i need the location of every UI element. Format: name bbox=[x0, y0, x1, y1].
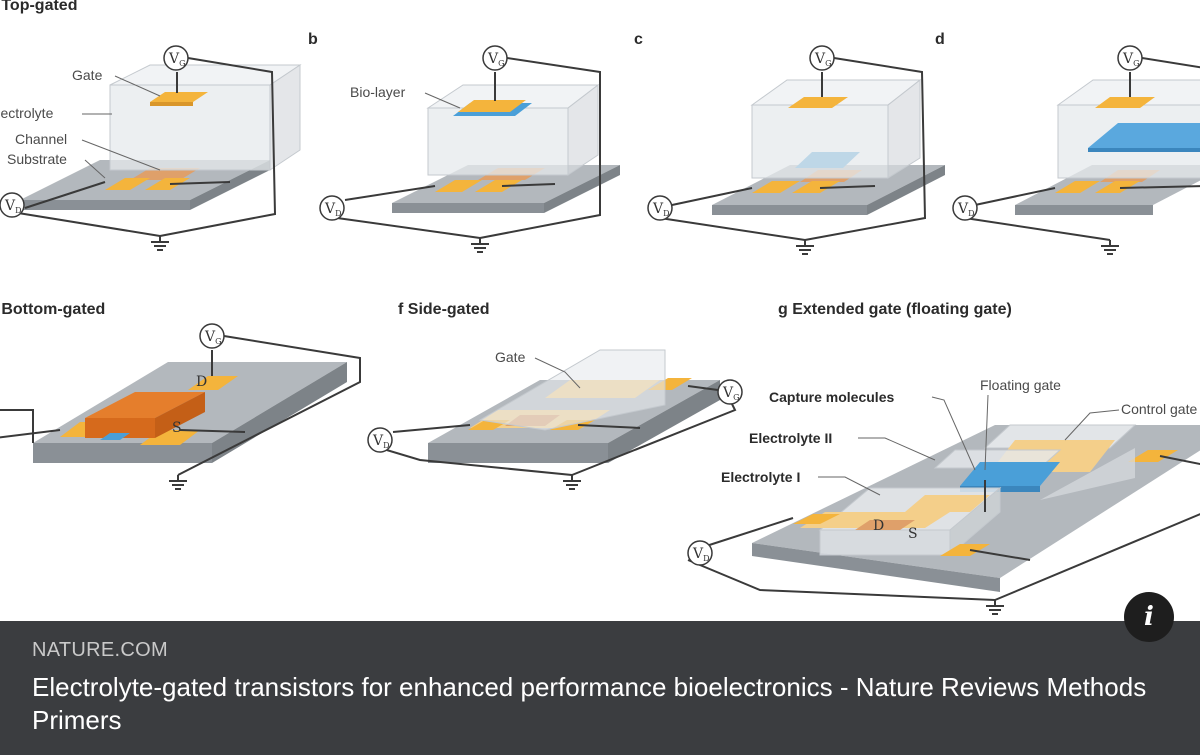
source-contact bbox=[793, 514, 840, 524]
svg-text:VG: VG bbox=[487, 51, 505, 68]
panel-f-title: f Side-gated bbox=[398, 301, 490, 318]
label-channel: Channel bbox=[15, 131, 67, 147]
source-contact bbox=[435, 180, 482, 192]
label-gate: Gate bbox=[72, 67, 103, 83]
electrolyte-box bbox=[751, 104, 889, 179]
panel-b-letter: b bbox=[308, 31, 318, 48]
panel-a: a Top-gated VG VD Gate Electrolyte bbox=[0, 0, 302, 251]
vd-terminal-icon bbox=[0, 192, 25, 218]
ground-icon bbox=[1100, 239, 1120, 255]
svg-text:VD: VD bbox=[324, 201, 342, 218]
channel bbox=[855, 520, 915, 530]
panel-a-title: a Top-gated bbox=[0, 0, 77, 14]
figure: a Top-gated VG VD Gate Electrolyte bbox=[0, 0, 1200, 615]
transistor-diagram: a Top-gated VG VD Gate Electrolyte bbox=[0, 0, 1200, 615]
vd-terminal-icon bbox=[319, 195, 345, 221]
svg-text:VG: VG bbox=[722, 385, 740, 402]
svg-text:VD: VD bbox=[652, 201, 670, 218]
panel-e-title: e Bottom-gated bbox=[0, 301, 105, 318]
label-control-gate: Control gate bbox=[1121, 401, 1197, 417]
vg-terminal-icon bbox=[809, 45, 835, 71]
panel-d-letter: d bbox=[935, 31, 945, 48]
vd-terminal-icon bbox=[687, 540, 713, 566]
svg-text:VD: VD bbox=[692, 546, 710, 563]
svg-text:S: S bbox=[908, 526, 918, 542]
gate-electrode bbox=[458, 100, 526, 112]
drain-contact bbox=[145, 178, 190, 190]
electrolyte-box bbox=[478, 349, 666, 431]
source-domain: NATURE.COM bbox=[32, 639, 168, 661]
electrolyte-box bbox=[427, 107, 569, 176]
drain-contact bbox=[475, 180, 522, 192]
label-bio-layer: Bio-layer bbox=[350, 84, 406, 100]
bio-layer bbox=[1088, 123, 1200, 148]
source-contact bbox=[1055, 181, 1100, 193]
vd-terminal-icon bbox=[952, 195, 978, 221]
source-contact bbox=[105, 178, 150, 190]
label-gate-side: Gate bbox=[495, 349, 526, 365]
drain-contact bbox=[1095, 181, 1140, 193]
vg-terminal-icon bbox=[199, 323, 225, 349]
svg-text:VG: VG bbox=[814, 51, 832, 68]
label-substrate: Substrate bbox=[7, 151, 67, 167]
svg-text:VG: VG bbox=[1122, 51, 1140, 68]
ground-icon bbox=[985, 599, 1005, 615]
panel-f: f Side-gated VG VD Gate bbox=[367, 301, 743, 490]
drain-contact bbox=[940, 544, 990, 556]
svg-text:D: D bbox=[873, 518, 884, 534]
ground-icon bbox=[795, 239, 815, 255]
gate-electrode bbox=[788, 97, 848, 108]
ground-icon bbox=[150, 235, 170, 251]
panel-d: d VG VD bbox=[935, 31, 1200, 255]
svg-text:VD: VD bbox=[4, 198, 22, 215]
panel-c-letter: c bbox=[634, 31, 643, 48]
source-contact bbox=[752, 181, 800, 193]
label-electrolyte-1: Electrolyte I bbox=[721, 469, 800, 485]
label-floating-gate: Floating gate bbox=[980, 377, 1061, 393]
panel-e: e Bottom-gated D S VG bbox=[0, 301, 361, 490]
panel-g: g Extended gate (floating gate) D S VD bbox=[687, 301, 1200, 615]
ground-icon bbox=[168, 474, 188, 490]
ground-icon bbox=[470, 237, 490, 253]
drain-contact bbox=[792, 181, 840, 193]
panel-b: b VG VD Bio-layer bbox=[308, 31, 620, 253]
vg-terminal-icon bbox=[482, 45, 508, 71]
bio-layer bbox=[100, 433, 130, 440]
gate-electrode bbox=[1095, 97, 1155, 108]
drain-contact bbox=[550, 420, 595, 430]
label-capture-molecules: Capture molecules bbox=[769, 389, 894, 405]
panel-g-title: g Extended gate (floating gate) bbox=[778, 301, 1012, 318]
vg-terminal-icon bbox=[1117, 45, 1143, 71]
floating-gate bbox=[905, 495, 990, 512]
channel bbox=[130, 168, 200, 180]
svg-text:VG: VG bbox=[168, 51, 186, 68]
gate-electrode bbox=[150, 92, 208, 102]
vg-terminal-icon bbox=[163, 45, 189, 71]
vg-terminal-icon bbox=[717, 379, 743, 405]
svg-text:VD: VD bbox=[957, 201, 975, 218]
panel-c: c VG VD bbox=[634, 31, 945, 255]
vd-terminal-icon bbox=[367, 427, 393, 453]
svg-text:D: D bbox=[196, 374, 207, 390]
drain-contact bbox=[188, 376, 238, 390]
gate-electrode bbox=[85, 392, 205, 418]
ground-icon bbox=[562, 474, 582, 490]
svg-text:S: S bbox=[172, 420, 182, 436]
svg-text:VD: VD bbox=[372, 433, 390, 450]
label-electrolyte: Electrolyte bbox=[0, 105, 54, 121]
vd-terminal-icon bbox=[647, 195, 673, 221]
svg-text:VG: VG bbox=[204, 329, 222, 346]
article-title[interactable]: Electrolyte-gated transistors for enhanc… bbox=[32, 672, 1147, 735]
label-electrolyte-2: Electrolyte II bbox=[749, 430, 832, 446]
info-icon[interactable]: i bbox=[1124, 592, 1174, 642]
link-preview-caption[interactable]: NATURE.COM Electrolyte-gated transistors… bbox=[0, 621, 1200, 755]
